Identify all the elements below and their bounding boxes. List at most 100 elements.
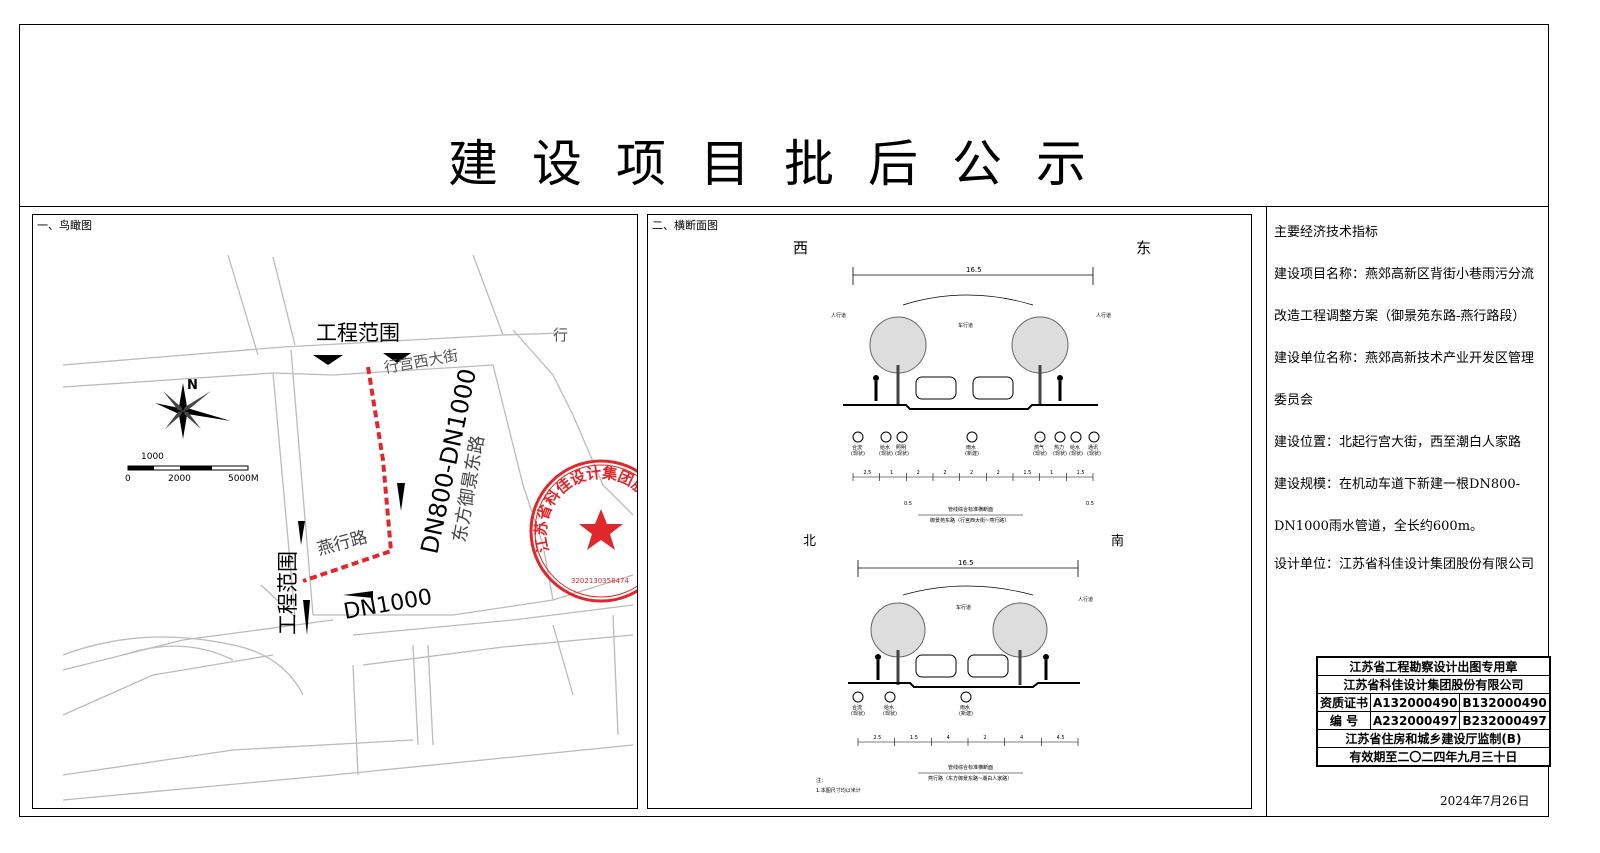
scale-label-2000: 2000 bbox=[168, 474, 191, 484]
sidewalk-right-top: 人行道 bbox=[1096, 312, 1111, 319]
publish-date: 2024年7月26日 bbox=[1440, 794, 1530, 808]
dim-label: 1.5 bbox=[1023, 470, 1031, 476]
sidewalk-bottom: 人行道 bbox=[1078, 596, 1093, 603]
pipe-note: (新建) bbox=[965, 450, 979, 457]
section-panel: 二、横断面图 西 东 北 南 16.5 人行道 人行道 车行道 合流(现状)给水… bbox=[647, 214, 1252, 809]
road-label-yanxing: 燕行路 bbox=[315, 527, 369, 560]
compass-icon: N bbox=[155, 378, 231, 439]
arrow-down-icon bbox=[383, 353, 411, 363]
pipe-note: (现状) bbox=[851, 710, 865, 717]
star-icon bbox=[579, 509, 623, 550]
road-network bbox=[62, 254, 634, 801]
scale-bar: 1000 0 2000 5000M bbox=[125, 452, 259, 484]
pipe-symbol-icon bbox=[1070, 431, 1082, 443]
carriageway-top: 车行道 bbox=[958, 322, 973, 329]
dim-label: 2 bbox=[917, 470, 920, 476]
scale-label-5000: 5000M bbox=[228, 474, 259, 484]
dim-label: 1 bbox=[890, 470, 893, 476]
pipe-name: 雨水 bbox=[960, 704, 970, 711]
pipe-note: (现状) bbox=[1069, 450, 1083, 457]
scale-value: 在机动车道下新建一根DN800-DN1000雨水管道，全长约600m。 bbox=[1274, 477, 1521, 534]
info-heading: 主要经济技术指标 bbox=[1274, 225, 1379, 240]
seal-num-b: B232000497 bbox=[1459, 711, 1551, 730]
pipe-name: 通讯 bbox=[1088, 444, 1098, 451]
page-title: 建设项目批后公示 bbox=[448, 135, 1120, 193]
top-road-name: 御景苑东路（行宫西大街~燕行路） bbox=[930, 517, 1009, 524]
pipe-note: (新建) bbox=[959, 710, 973, 717]
bottom-road-name: 燕行路（东方御景东路~潮白人家路） bbox=[928, 775, 1012, 782]
note-title: 注： bbox=[816, 777, 826, 784]
dim-label: 2 bbox=[943, 470, 946, 476]
unit-label: 建设单位名称： bbox=[1274, 351, 1366, 366]
scope-label-top: 工程范围 bbox=[316, 321, 400, 345]
seal-cert-a: A132000490 bbox=[1370, 693, 1461, 712]
tree-icon bbox=[870, 602, 926, 685]
designer-label: 设计单位： bbox=[1274, 557, 1340, 572]
pipe-name: 给水 bbox=[1070, 444, 1080, 451]
scope-label-left: 工程范围 bbox=[276, 551, 300, 635]
scale-label: 建设规模： bbox=[1274, 477, 1340, 492]
stamp-ring-text: 江苏省科佳设计集团股份有限公司 bbox=[532, 464, 637, 556]
seal-cert-label: 资质证书 bbox=[1316, 693, 1372, 712]
pipe-symbol-icon bbox=[1034, 431, 1046, 443]
scope-arrows bbox=[298, 353, 411, 635]
pipe-symbol-icon bbox=[960, 691, 972, 703]
top-sub-dim-2: 0.5 bbox=[1086, 501, 1094, 507]
person-icon bbox=[1043, 654, 1049, 680]
pipe-note: (现状) bbox=[883, 710, 897, 717]
stamp-number: 3202130358474 bbox=[571, 577, 629, 585]
aerial-panel-label: 一、鸟瞰图 bbox=[37, 219, 92, 232]
pipe-name: 热力 bbox=[1054, 444, 1064, 451]
dim-label: 2.5 bbox=[863, 470, 871, 476]
dim-label: 4 bbox=[947, 735, 950, 741]
carriageway-bottom: 车行道 bbox=[956, 604, 971, 611]
right-column bbox=[1266, 207, 1549, 817]
unit-row: 建设单位名称：燕郊高新技术产业开发区管理委员会 bbox=[1274, 338, 1542, 422]
pipe-symbol-icon bbox=[852, 691, 864, 703]
designer-row: 设计单位：江苏省科佳设计集团股份有限公司 bbox=[1274, 548, 1542, 582]
location-value: 北起行宫大街，西至潮白人家路 bbox=[1339, 435, 1522, 450]
pipe-symbol-icon bbox=[966, 431, 978, 443]
person-icon bbox=[875, 654, 881, 680]
person-icon bbox=[1057, 375, 1063, 401]
pipe-name: 雨水 bbox=[966, 444, 976, 451]
dim-label: 1.5 bbox=[1077, 470, 1085, 476]
section-drawing: 西 东 北 南 16.5 人行道 人行道 车行道 合流(现状)给水(现状)照明(… bbox=[793, 239, 1151, 794]
person-icon bbox=[873, 375, 879, 401]
pipe-note: (现状) bbox=[1053, 450, 1067, 457]
project-row: 建设项目名称：燕郊高新区背街小巷雨污分流改造工程调整方案（御景苑东路-燕行路段） bbox=[1274, 254, 1542, 338]
pipe-note: (现状) bbox=[1087, 450, 1101, 457]
dir-south: 南 bbox=[1111, 533, 1124, 549]
top-sub-dim-1: 0.5 bbox=[904, 501, 912, 507]
width-bottom: 16.5 bbox=[958, 559, 974, 567]
project-label: 建设项目名称： bbox=[1274, 267, 1366, 282]
dim-label: 2.5 bbox=[873, 735, 881, 741]
scale-label-1000: 1000 bbox=[141, 452, 164, 462]
seal-num-a: A232000497 bbox=[1370, 711, 1461, 730]
dir-east: 东 bbox=[1136, 239, 1151, 257]
project-route bbox=[302, 366, 394, 583]
north-label: N bbox=[187, 378, 198, 393]
dim-label: 4.5 bbox=[1057, 735, 1065, 741]
seal-row-6: 有效期至二〇二四年九月三十日 bbox=[1316, 747, 1551, 767]
unit-name: 燕郊高新技术产业开发区管理委员会 bbox=[1274, 351, 1535, 408]
car-icon bbox=[915, 376, 957, 400]
top-caption: 管线综合标准横断面 bbox=[948, 506, 993, 513]
arrow-left-icon bbox=[343, 591, 373, 598]
arrow-down-icon bbox=[303, 600, 310, 635]
seal-row-5: 江苏省住房和城乡建设厅监制(B) bbox=[1316, 729, 1551, 748]
pipe-symbol-icon bbox=[1088, 431, 1100, 443]
pipe-symbol-icon bbox=[852, 431, 864, 443]
car-icon bbox=[915, 654, 957, 678]
location-label: 建设位置： bbox=[1274, 435, 1340, 450]
seal-row-1: 江苏省工程勘察设计出图专用章 bbox=[1316, 656, 1551, 676]
scale-row: 建设规模：在机动车道下新建一根DN800-DN1000雨水管道，全长约600m。 bbox=[1274, 464, 1542, 548]
pipe-name: 照明 bbox=[896, 445, 906, 451]
bottom-caption: 管线综合标准横断面 bbox=[948, 764, 993, 771]
car-icon bbox=[972, 376, 1014, 400]
road-label-xinggong: 行宫西大街 bbox=[383, 346, 460, 377]
aerial-map: N 1000 0 2000 5000M 工程范围 工程范围 行宫西大街 行 东方… bbox=[62, 254, 637, 801]
tree-icon bbox=[992, 602, 1048, 685]
